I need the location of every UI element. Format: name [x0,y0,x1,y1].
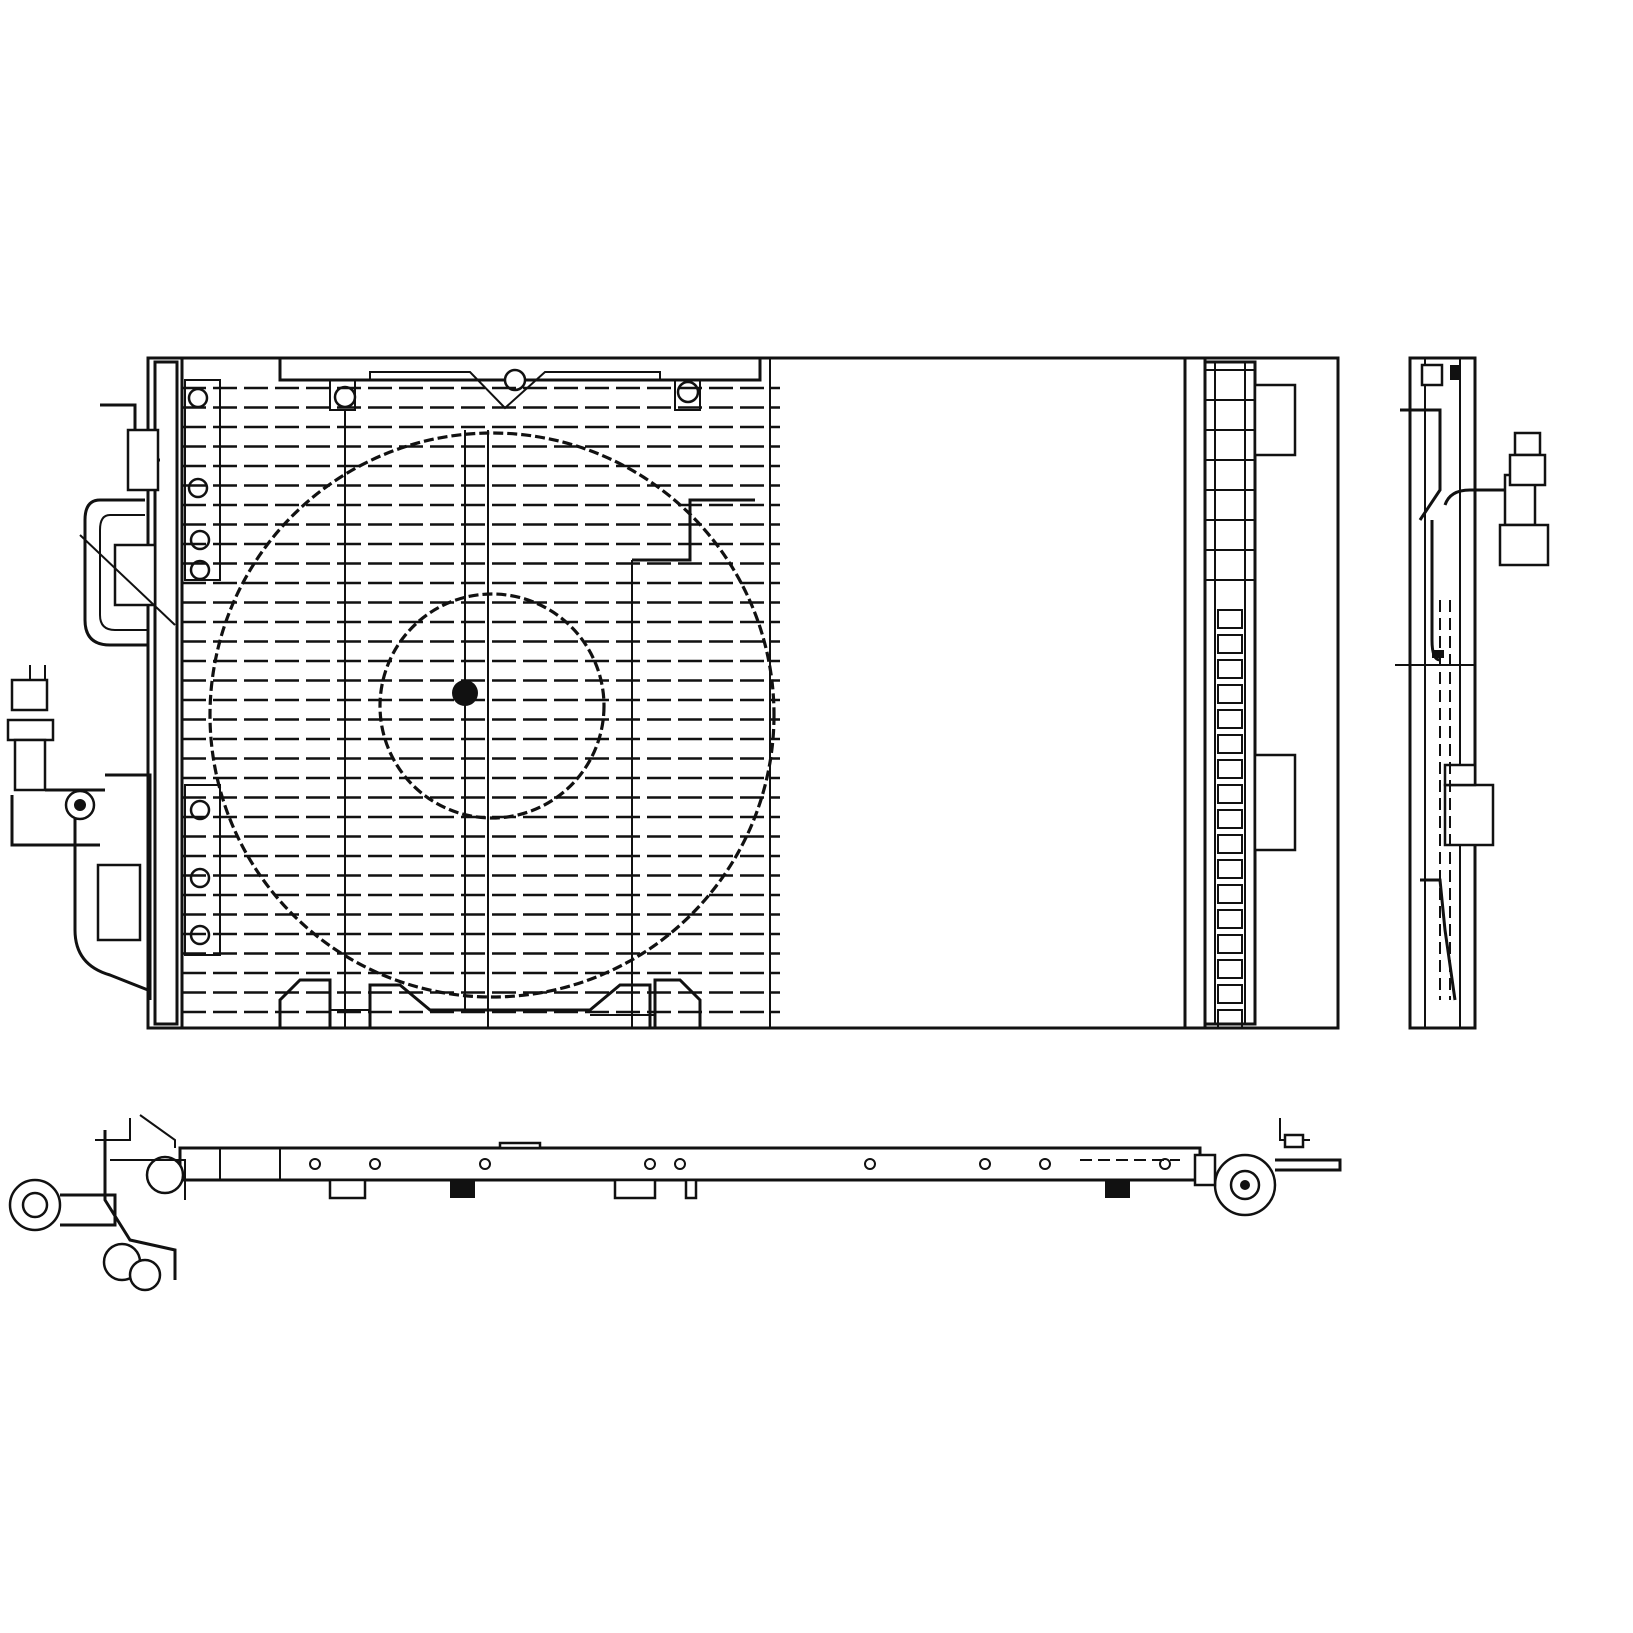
rail-marks [309,1158,1171,1170]
cooling-fin-lines [182,386,780,1014]
tank-cell [1217,934,1243,954]
bottom-left-fittings [8,1114,186,1292]
bottom-mount-brackets [278,978,702,1028]
top-mount-brackets [278,358,762,411]
hub-circle-icon [378,592,606,820]
mount-bolt-icon [189,799,211,821]
mount-bolt-icon [189,867,211,889]
front-view [6,356,1340,1030]
tank-cell [1217,959,1243,979]
rail-mark [369,1158,381,1170]
rail-mount [328,1178,367,1200]
rail-mount [684,1178,698,1200]
tank-cell [1217,984,1243,1004]
mount-bolt-icon [503,368,527,392]
mount-bolt-icon [189,559,211,581]
mount-bolt-icon [187,387,209,409]
tank-cell [1217,684,1243,704]
rail-mark [864,1158,876,1170]
tank-cell [1217,859,1243,879]
core-outline [146,356,1340,1030]
rail-mark [979,1158,991,1170]
tank-cell [1217,634,1243,654]
core-vertical-lines [344,410,755,1028]
rail-mark [1039,1158,1051,1170]
mount-bolt-icon [187,477,209,499]
left-pipe-fitting [6,665,105,847]
mount-bolt-icon [333,385,357,409]
tank-cells [1205,369,1255,1029]
mount-bolt-icon [676,380,700,404]
lower-bracket [1253,753,1297,852]
pipe-fitting-icon [1513,431,1542,457]
tank-cell [1217,809,1243,829]
pipe-fitting-icon [10,678,49,712]
rail-mark [674,1158,686,1170]
mount-bolt-icon [189,529,211,551]
drier-bracket [1253,383,1297,457]
side-tank-outline [1408,356,1477,1030]
bottom-rail [178,1146,1202,1182]
rail-mount [613,1178,657,1200]
tank-cell [1217,709,1243,729]
tank-cell [1217,659,1243,679]
tank-cell [1217,884,1243,904]
side-view [1395,356,1550,1030]
bottom-right-fittings [1193,1118,1342,1217]
rail-mark [479,1158,491,1170]
left-inlet-pipe-assembly [73,403,176,1000]
tank-cell [1217,784,1243,804]
bottom-view [8,1114,1342,1292]
tank-cell [1217,1009,1243,1029]
rail-mark [309,1158,321,1170]
tank-cell [1217,834,1243,854]
tank-cell [1217,734,1243,754]
rail-mark [644,1158,656,1170]
left-header-tank [153,360,221,1026]
right-header-tank [1183,356,1297,1030]
rail-mark [1159,1158,1171,1170]
tank-cell [1217,609,1243,629]
tank-cell [1217,759,1243,779]
tank-cell [1217,909,1243,929]
fan-shroud-circle-icon [208,431,776,999]
